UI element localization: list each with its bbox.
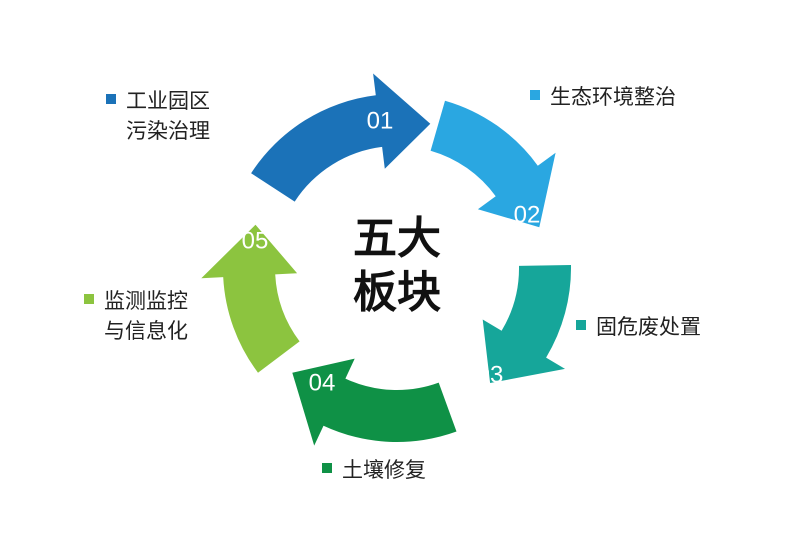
segment-number: 02 <box>514 201 541 228</box>
legend-square <box>576 320 586 330</box>
legend-square <box>84 294 94 304</box>
center-title-line-2: 板块 <box>353 267 441 318</box>
arrow-segment-01 <box>251 73 431 202</box>
label-line: 与信息化 <box>104 319 188 343</box>
center-title-line-1: 五大 <box>353 213 441 264</box>
legend-square <box>322 463 332 473</box>
label-hazardous-waste: 固危废处置 <box>576 312 701 342</box>
arrow-segment-04 <box>292 358 457 446</box>
arrow-segment-02 <box>430 100 556 228</box>
label-line: 监测监控 <box>104 289 188 313</box>
label-ecology: 生态环境整治 <box>530 82 676 112</box>
arrow-segment-05 <box>201 224 300 373</box>
label-line: 土壤修复 <box>342 458 426 482</box>
label-line: 污染治理 <box>126 119 210 143</box>
label-line: 生态环境整治 <box>550 85 676 109</box>
arrow-segment-03 <box>482 265 572 383</box>
center-title: 五大 板块 <box>330 212 464 320</box>
segment-number: 01 <box>367 107 394 134</box>
label-line: 固危废处置 <box>596 315 701 339</box>
label-industrial-park: 工业园区 污染治理 <box>106 86 210 146</box>
segment-number: 04 <box>309 369 336 396</box>
label-monitoring: 监测监控 与信息化 <box>84 286 188 346</box>
segment-number: 05 <box>242 227 269 254</box>
legend-square <box>530 90 540 100</box>
legend-square <box>106 94 116 104</box>
segment-number: 03 <box>477 361 504 388</box>
label-soil-remediation: 土壤修复 <box>322 455 426 485</box>
label-line: 工业园区 <box>126 89 210 113</box>
